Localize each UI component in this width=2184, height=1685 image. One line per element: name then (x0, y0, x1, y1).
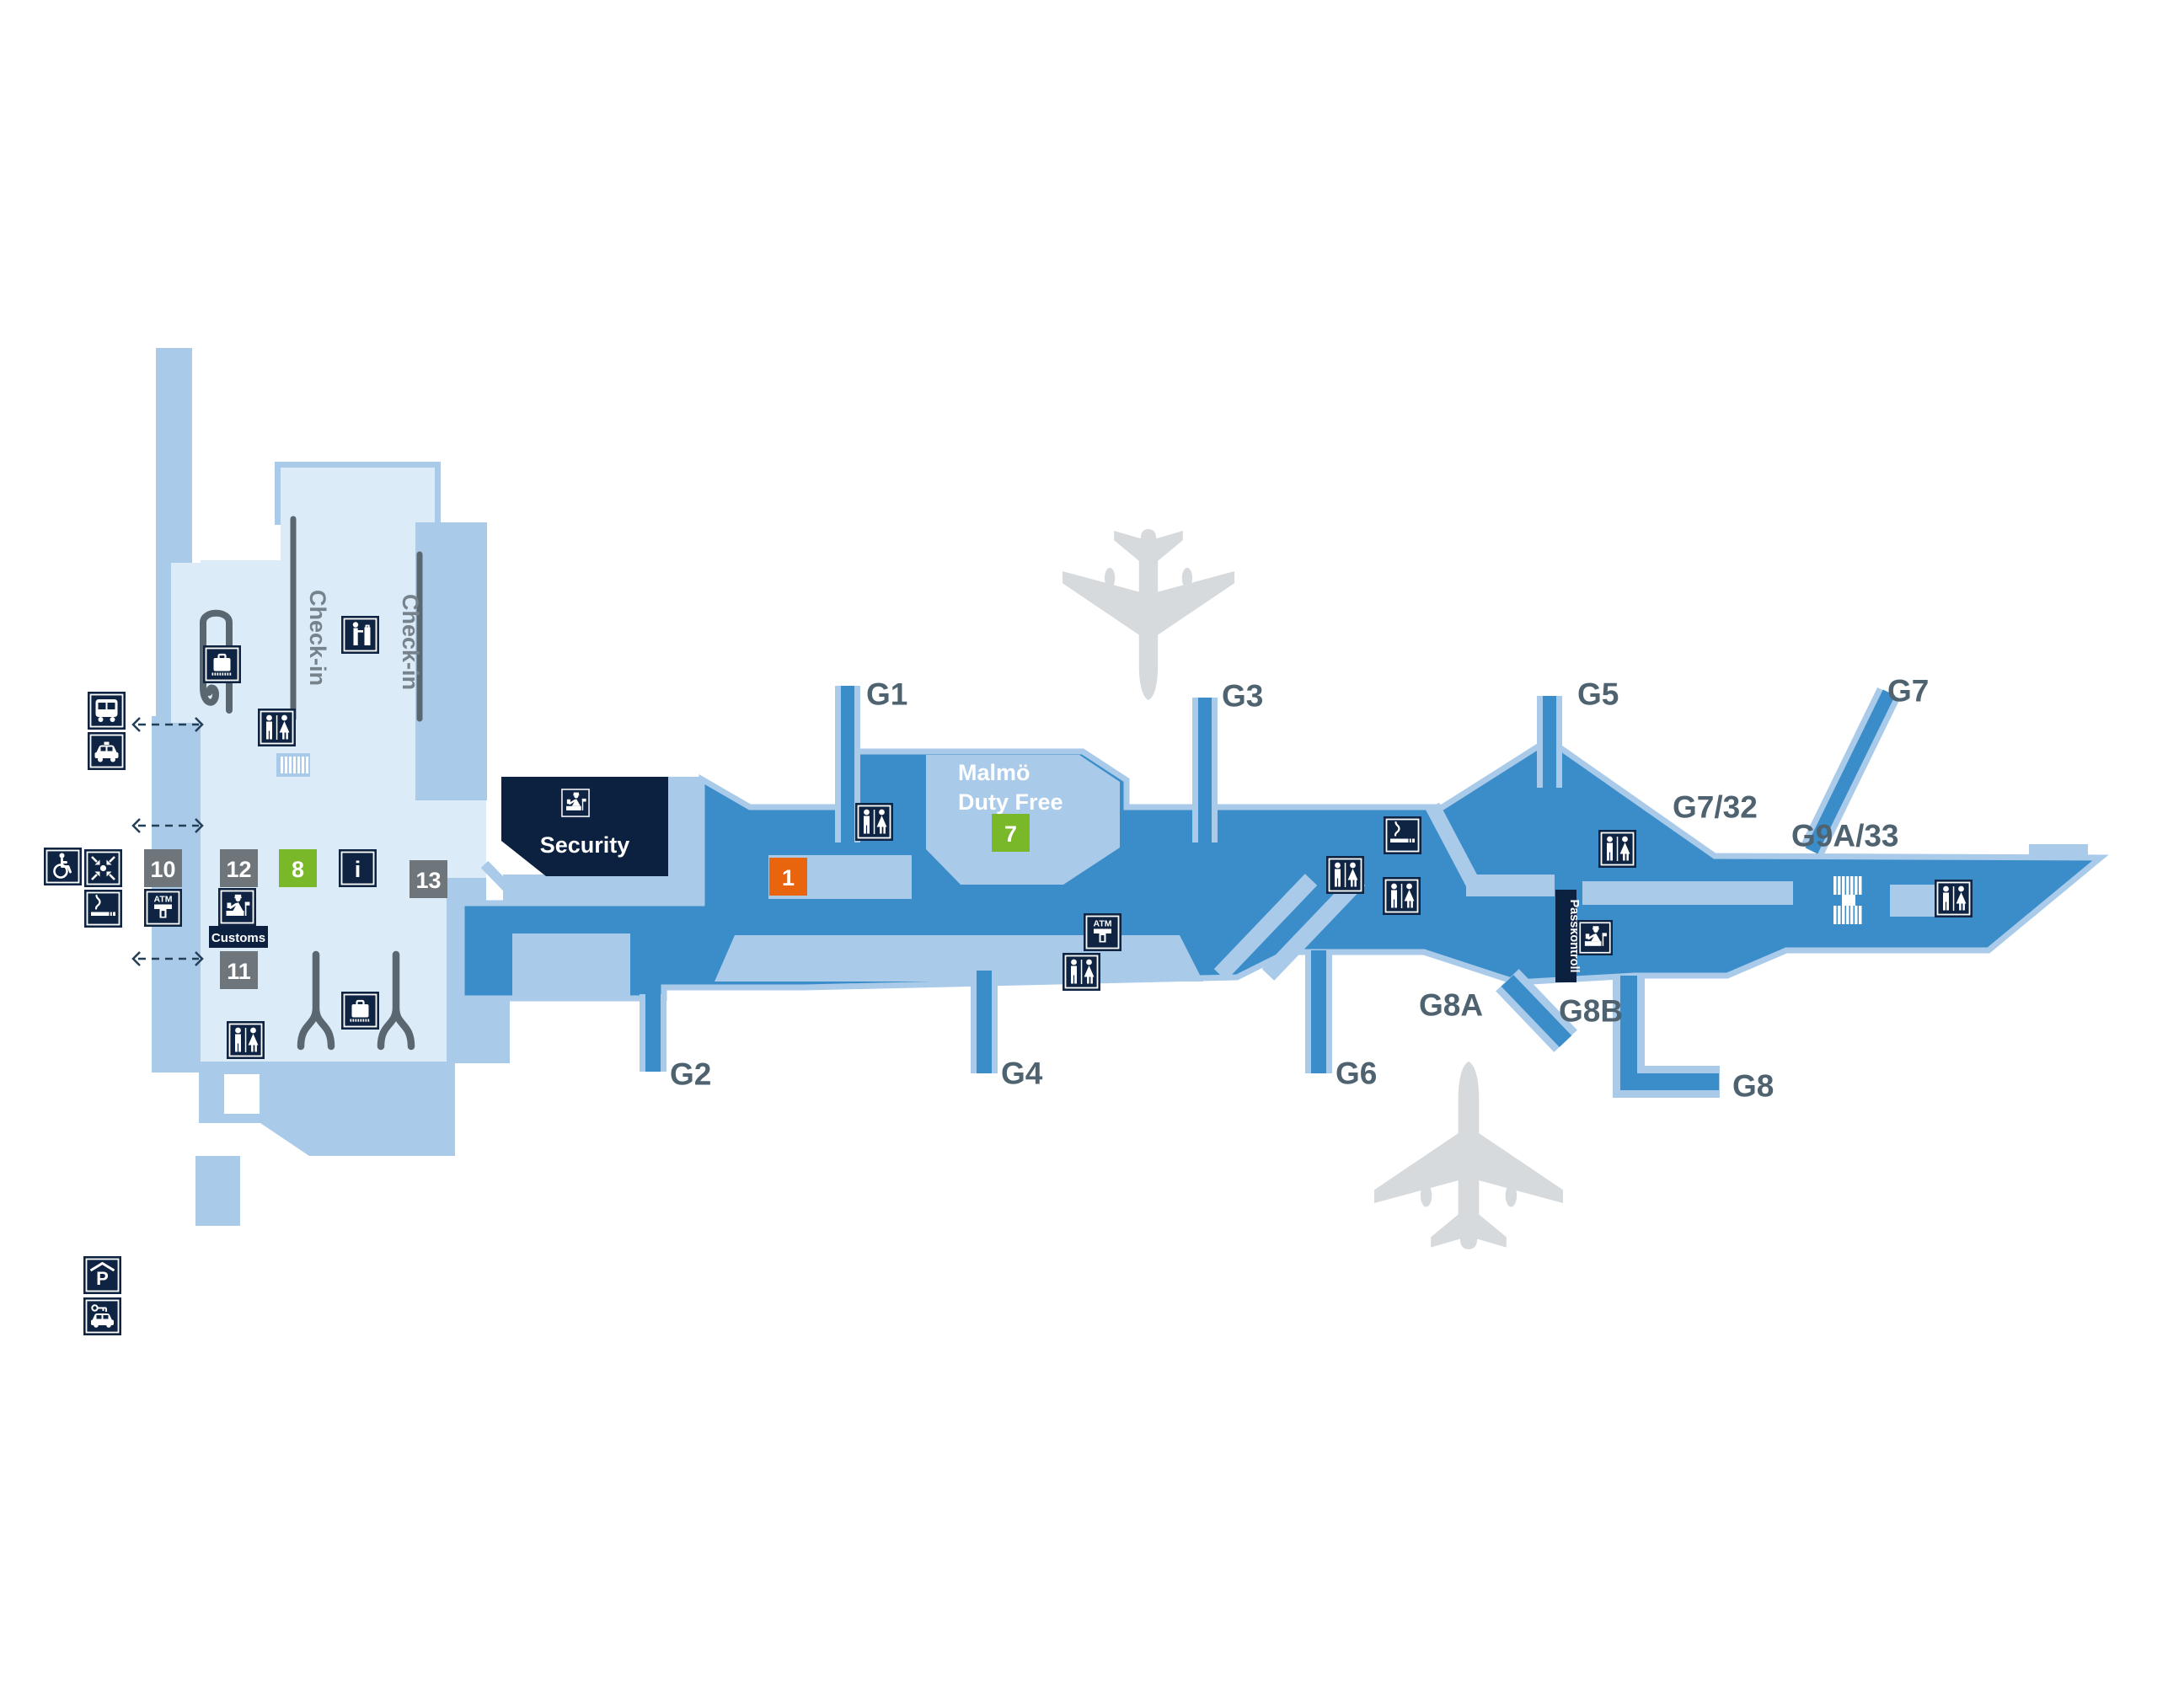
stairs-landside (276, 753, 310, 777)
badge-8: 8 (279, 849, 317, 887)
toilets-icon (1935, 880, 1973, 917)
badge-12: 12 (220, 849, 258, 887)
toilets-icon (1598, 830, 1636, 868)
security-officer-icon (559, 787, 592, 819)
passport-officer-icon (1577, 920, 1613, 955)
checkin-hall (281, 468, 435, 571)
badge-number: 1 (782, 865, 795, 891)
airplane-icon (1374, 1062, 1563, 1249)
gate-label-G1: G1 (866, 677, 907, 712)
meeting-point-icon (84, 849, 122, 887)
badge-7: 7 (992, 814, 1030, 852)
security-area (501, 777, 668, 876)
queue-line (377, 950, 415, 1051)
pier-corridor-lines (480, 802, 1480, 981)
stairs-east (1833, 876, 1862, 924)
passport-control-bar (1555, 890, 1576, 982)
baggage-belt (200, 609, 233, 714)
terminal-south-block (199, 1062, 455, 1156)
badge-1: 1 (769, 858, 807, 896)
arrivals-annex (171, 563, 205, 723)
badge-number: 7 (1004, 821, 1017, 847)
gate-label-G2: G2 (670, 1057, 711, 1092)
floor-furniture (200, 516, 423, 1051)
gate-fingers (640, 686, 1901, 1098)
toilets-icon (258, 709, 296, 746)
gate-label-G5: G5 (1577, 677, 1619, 712)
gate-label-G3: G3 (1222, 679, 1263, 714)
bus-icon (88, 692, 126, 730)
gate-label-G8A: G8A (1419, 988, 1483, 1023)
landside-terminal (131, 348, 510, 1226)
duty-free-label-line2: Duty Free (958, 789, 1063, 815)
named-areas: Security Customs Passkontroll Malmö Duty… (209, 590, 1581, 982)
checkin-label-left: Check-in (305, 590, 330, 686)
customs-label: Customs (211, 931, 265, 945)
gate-label-G7/32: G7/32 (1673, 790, 1758, 825)
baggage-icon (341, 992, 379, 1030)
checkin-label-right: Check-in (398, 594, 423, 690)
badge-10: 10 (144, 849, 182, 887)
airplane-icon (1063, 529, 1234, 700)
toilets-icon (1063, 953, 1100, 991)
atm-icon (144, 889, 182, 927)
info-icon (339, 849, 377, 887)
block-right-of-hall (415, 522, 487, 800)
entrance-arrow (131, 818, 204, 833)
customs-officer-icon (218, 888, 256, 926)
gate-label-G8: G8 (1732, 1069, 1774, 1104)
finger-g7 (1805, 689, 1896, 854)
toilets-icon (855, 803, 893, 841)
badge-number: 11 (227, 959, 251, 984)
south-block-notch (224, 1074, 260, 1114)
toilets-icon (1383, 877, 1421, 915)
badge-number: 10 (150, 857, 175, 882)
security-label: Security (540, 832, 630, 858)
finger-g8 (1620, 976, 1719, 1090)
badge-13: 13 (410, 860, 447, 898)
entrance-arrow (131, 951, 204, 966)
entrance-arrows (131, 717, 204, 966)
car-rental-icon (83, 1297, 121, 1335)
badge-11: 11 (220, 951, 258, 989)
security-lane-slash (480, 860, 517, 897)
gate-label-G9A/33: G9A/33 (1791, 819, 1899, 853)
queue-line (297, 950, 335, 1051)
airside-pier (458, 686, 2109, 1098)
smoking-icon (84, 890, 122, 928)
duty-free-label-line1: Malmö (958, 760, 1030, 785)
parking-icon (83, 1256, 121, 1294)
gate-label-G4: G4 (1001, 1056, 1043, 1091)
taxi-icon (88, 732, 126, 770)
pictogram-icons (44, 616, 1973, 1335)
atm-icon (1084, 913, 1121, 951)
terminal-south-tail (195, 1156, 240, 1226)
gate-label-G8B: G8B (1559, 994, 1623, 1029)
badge-number: 8 (292, 857, 304, 882)
gate-label-G6: G6 (1336, 1056, 1377, 1091)
smoking-icon (1384, 816, 1421, 854)
finger-g8b (1501, 975, 1572, 1047)
lower-walkway (715, 935, 1203, 982)
toilets-icon (1326, 856, 1364, 894)
gate-label-G7: G7 (1887, 674, 1929, 709)
badge-number: 12 (226, 857, 251, 882)
wheelchair-icon (44, 848, 82, 885)
check-in-desk-icon (341, 616, 379, 654)
baggage-icon (203, 645, 241, 683)
customs-label-bar (209, 926, 268, 948)
entrance-arrow (131, 717, 204, 732)
toilets-icon (227, 1021, 265, 1059)
badge-number: 13 (415, 868, 441, 893)
